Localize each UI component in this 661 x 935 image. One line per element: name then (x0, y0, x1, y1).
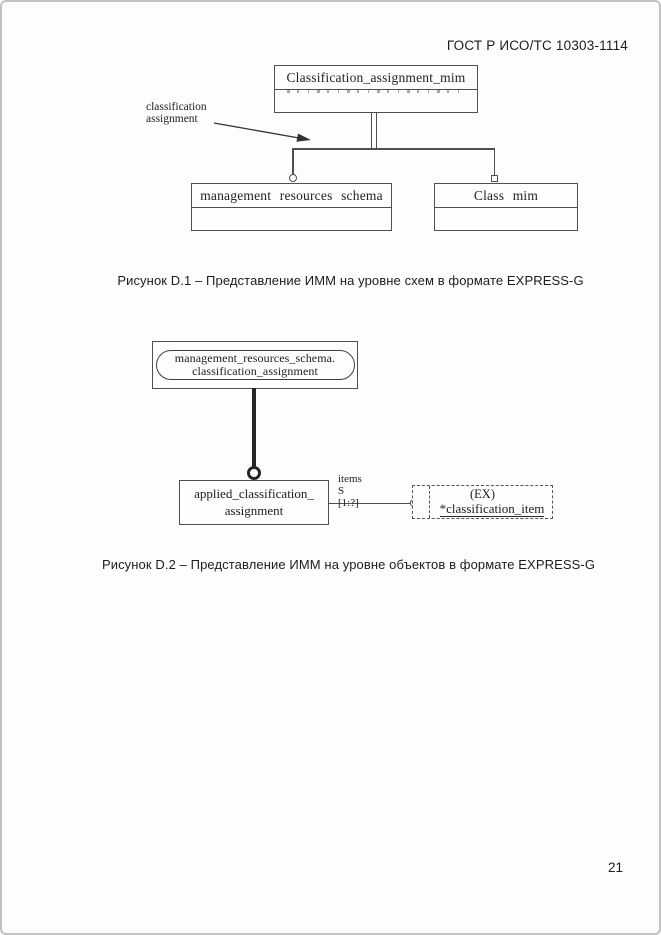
entity-label-line2: assignment (224, 502, 284, 518)
figure-d1-caption: Рисунок D.1 – Представление ИММ на уровн… (117, 273, 584, 288)
schema-box-body (192, 208, 391, 229)
schema-box-title: Class mim (435, 184, 577, 208)
circle-connector-icon (289, 174, 297, 182)
schema-box-management-resources-schema: management resources schema (191, 183, 392, 231)
entity-box-applied-classification-assignment: applied_classification_ assignment (179, 480, 329, 525)
schema-box-class-mim: Class mim (434, 183, 578, 231)
connector-horizontal-line (292, 148, 495, 150)
external-reference-tag: (EX) (470, 487, 495, 501)
connector-left-drop (292, 149, 294, 175)
thick-connector-line (252, 388, 256, 467)
schema-box-classification-assignment-mim: Classification_assignment_mim (274, 65, 478, 113)
schema-box-title: management resources schema (192, 184, 391, 208)
page-number: 21 (607, 860, 623, 875)
schema-box-title: Classification_assignment_mim (275, 66, 477, 90)
document-header: ГОСТ Р ИСО/ТС 10303-1114 (446, 38, 628, 53)
entity-label-line1: applied_classification_ (194, 485, 314, 501)
annotation-arrow (213, 122, 311, 142)
schema-reference-line2: classification_assignment (192, 364, 318, 378)
schema-reference-line1: management_resources_schema. (174, 350, 336, 365)
attribute-line (328, 502, 410, 504)
external-reference-divider (429, 486, 430, 518)
figure-d2-caption: Рисунок D.2 – Представление ИММ на уровн… (101, 557, 596, 572)
schema-reference-stadium: management_resources_schema. classificat… (155, 350, 355, 380)
attribute-label: items S [1:?] (338, 473, 362, 509)
connector-double-line (371, 113, 377, 149)
square-connector-icon (491, 174, 498, 182)
external-reference-name: *classification_item (439, 501, 545, 517)
open-ring-connector-icon (247, 466, 261, 480)
clipped-text-artifact (287, 90, 465, 93)
schema-reference-box: management_resources_schema. classificat… (152, 341, 358, 389)
external-reference-box (412, 485, 553, 519)
schema-box-body (275, 90, 477, 111)
connector-right-drop (493, 149, 495, 175)
annotation-label: classification assignment (146, 101, 207, 125)
schema-box-body (435, 208, 577, 229)
